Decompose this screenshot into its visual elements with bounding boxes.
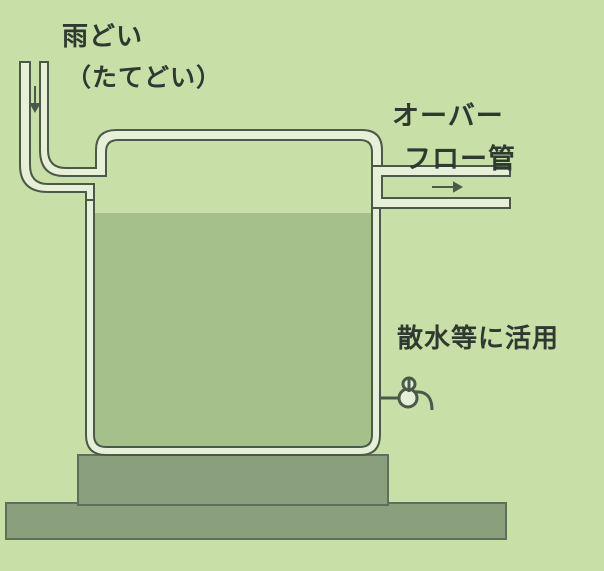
- label-downspout: 雨どい: [62, 22, 144, 52]
- label-downspout-note: （たてどい）: [66, 63, 223, 92]
- label-overflow-pipe: フロー管: [404, 144, 516, 175]
- overflow-arrow-icon: [432, 181, 464, 193]
- stored-water: [94, 213, 372, 448]
- label-overflow: オーバー: [392, 101, 504, 132]
- arrow-icon: [29, 86, 41, 114]
- label-usage: 散水等に活用: [397, 324, 560, 354]
- tank-base-block: [77, 454, 389, 506]
- ground-slab: [5, 502, 507, 540]
- downspout-pipe: [19, 61, 95, 201]
- overflow-pipe: [371, 165, 511, 209]
- faucet-icon: [380, 376, 434, 411]
